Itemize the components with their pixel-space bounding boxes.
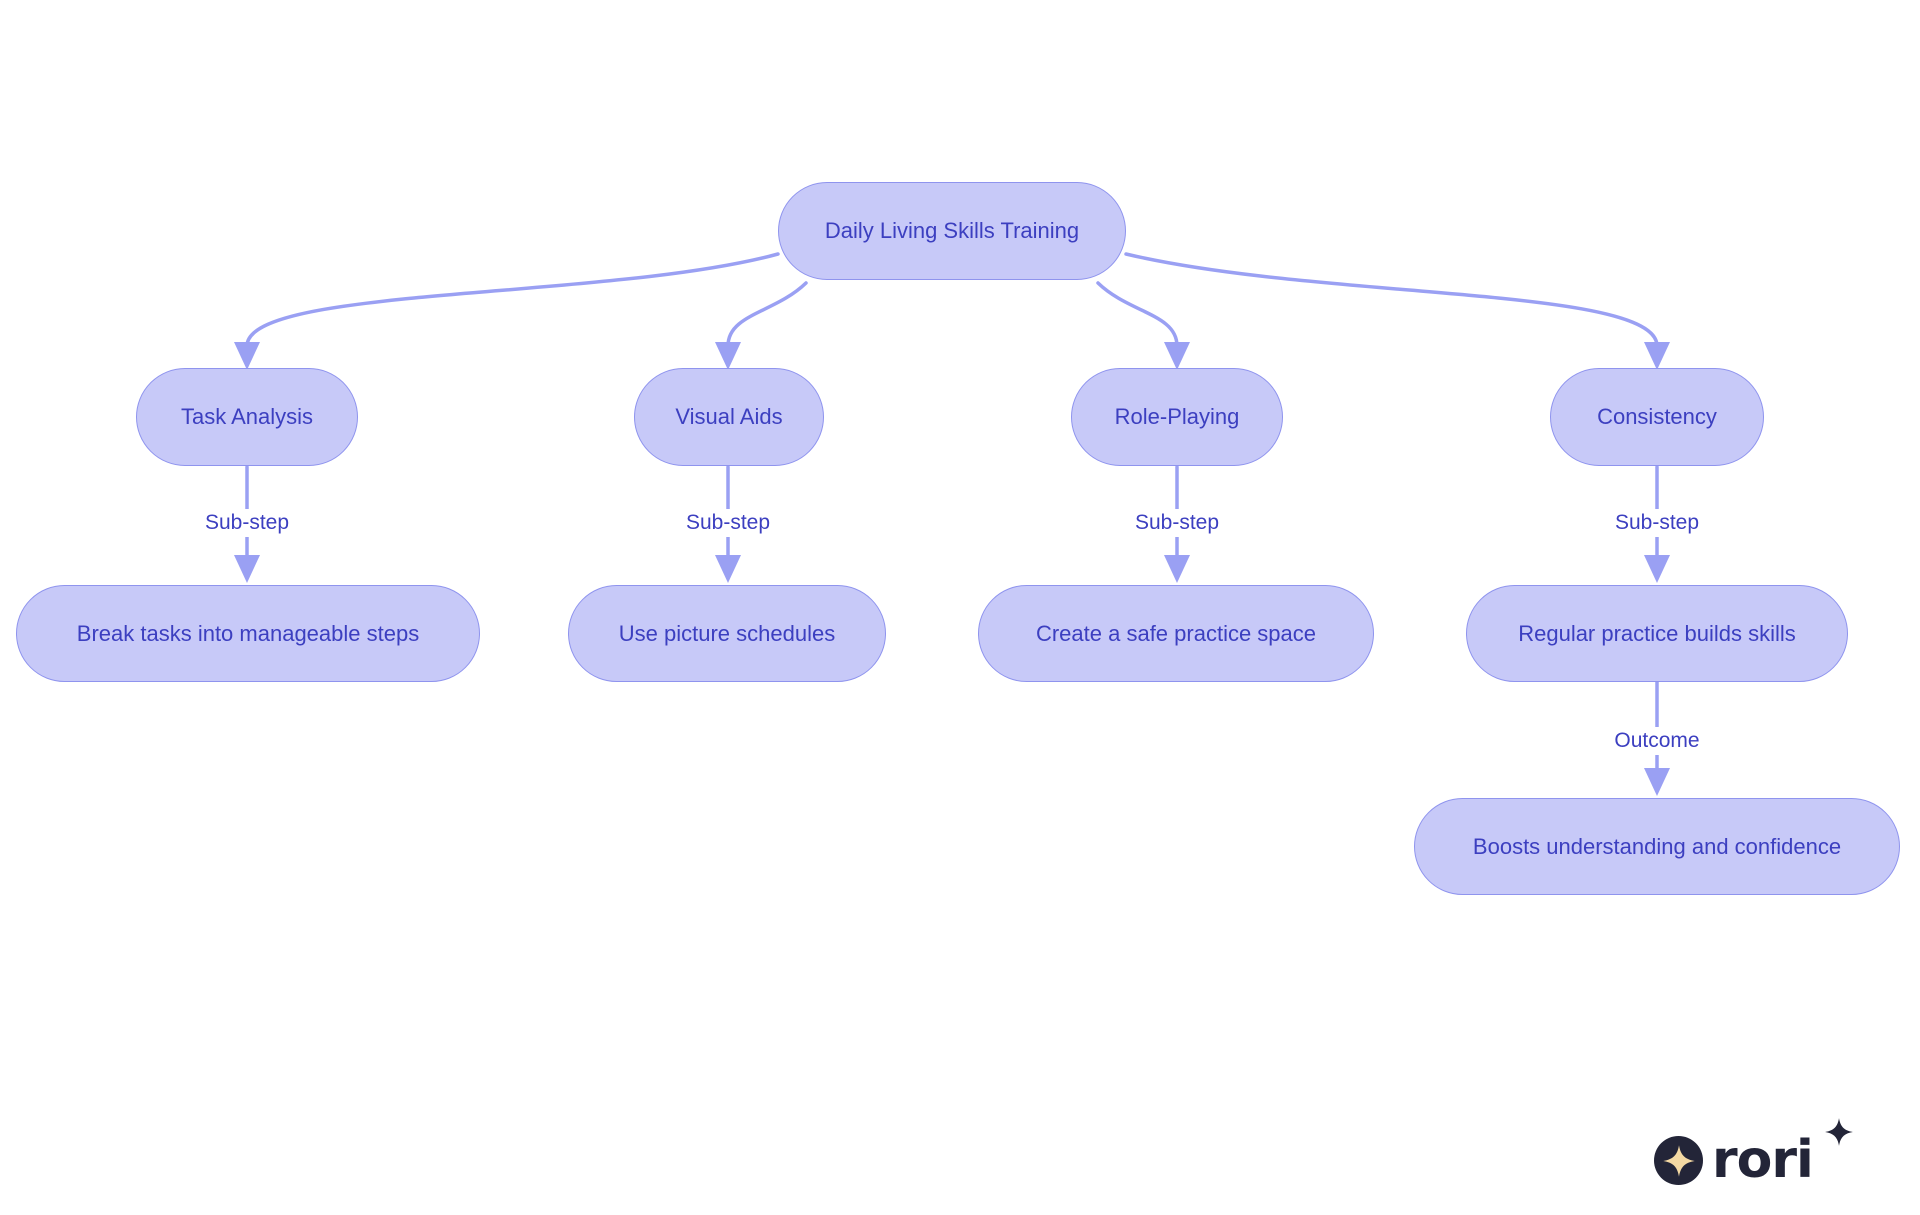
logo-badge (1654, 1136, 1703, 1185)
node-regular-practice: Regular practice builds skills (1466, 585, 1848, 682)
logo-wordmark: rori (1712, 1130, 1814, 1190)
rori-logo: rori (1652, 1112, 1862, 1194)
arrowhead-boosts-confidence (1644, 768, 1670, 796)
node-visual-aids: Visual Aids (634, 368, 824, 466)
sparkle-icon (1825, 1118, 1853, 1146)
edge-root-to-consistency (1124, 252, 1659, 348)
node-picture-schedules: Use picture schedules (568, 585, 886, 682)
arrowhead-regular-practice (1644, 555, 1670, 583)
arrowhead-visual-aids (715, 342, 741, 370)
node-role-playing: Role-Playing (1071, 368, 1283, 466)
edge-root-to-task-analysis (245, 252, 780, 348)
arrowhead-break-tasks (234, 555, 260, 583)
edge-root-to-visual-aids (726, 281, 808, 348)
arrowhead-task-analysis (234, 342, 260, 370)
arrowhead-safe-space (1164, 555, 1190, 583)
node-safe-space: Create a safe practice space (978, 585, 1374, 682)
edge-label-substep-role-playing: Sub-step (1126, 509, 1228, 537)
node-boosts-confidence: Boosts understanding and confidence (1414, 798, 1900, 895)
edge-root-to-role-playing (1096, 281, 1179, 348)
arrowhead-role-playing (1164, 342, 1190, 370)
node-task-analysis: Task Analysis (136, 368, 358, 466)
four-point-star-icon (1662, 1144, 1695, 1177)
node-daily-living-skills-training: Daily Living Skills Training (778, 182, 1126, 280)
node-break-tasks: Break tasks into manageable steps (16, 585, 480, 682)
edge-label-substep-consistency: Sub-step (1606, 509, 1708, 537)
edge-label-substep-task-analysis: Sub-step (196, 509, 298, 537)
node-consistency: Consistency (1550, 368, 1764, 466)
arrowhead-consistency (1644, 342, 1670, 370)
arrowhead-picture-schedules (715, 555, 741, 583)
edge-label-substep-visual-aids: Sub-step (677, 509, 779, 537)
edge-label-outcome: Outcome (1606, 727, 1708, 755)
